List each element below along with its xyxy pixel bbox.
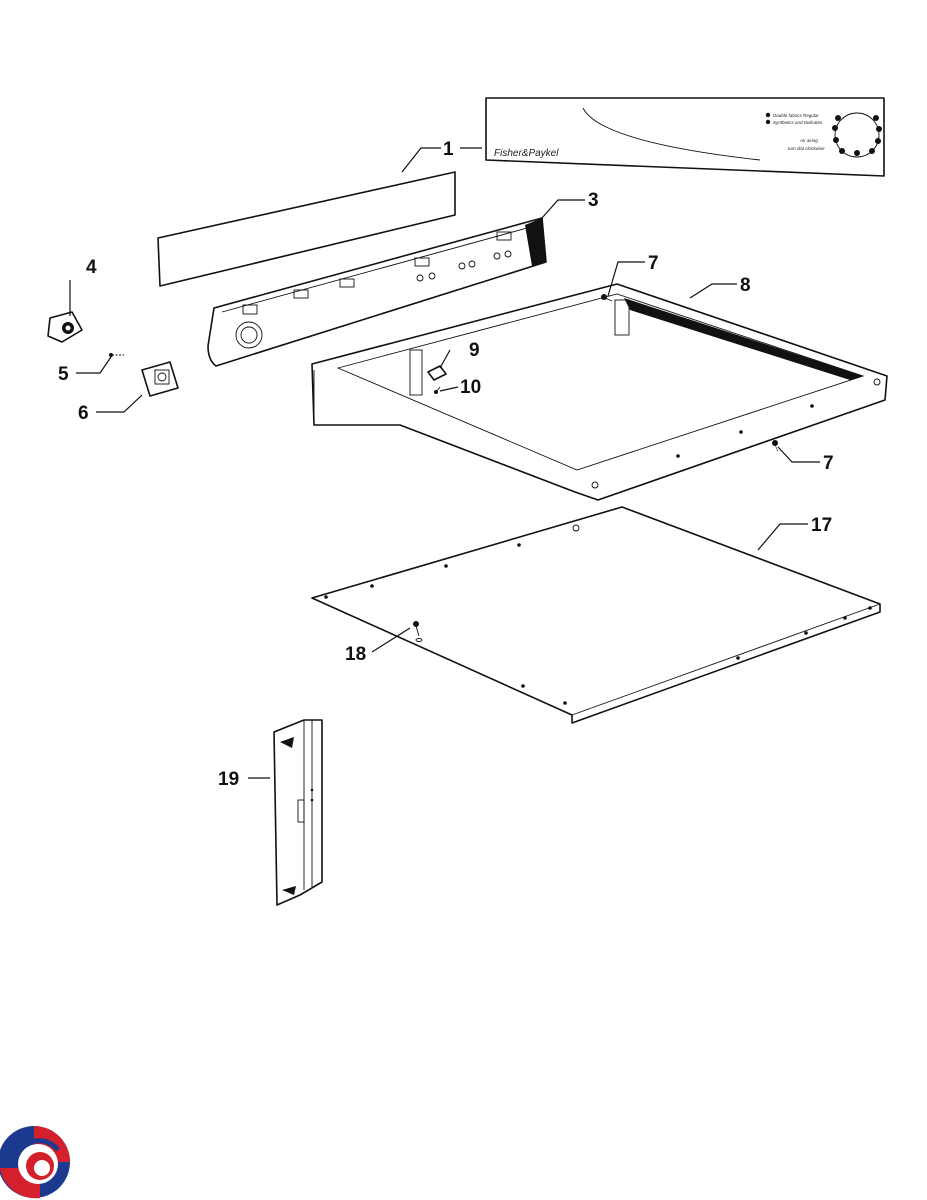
panel-text-2: Synthetics and Delicates [773,120,823,125]
brand-label: Fisher&Paykel [494,148,559,159]
callout-7-lower: 7 [823,453,834,474]
part-3-control-console [207,217,547,367]
callout-labels: 1 3 4 5 6 7 7 8 9 10 17 18 19 [58,139,834,790]
callout-7-upper: 7 [648,253,659,274]
callout-9: 9 [469,340,480,361]
leader-lines [69,147,820,779]
callout-10: 10 [460,377,481,398]
swirl-logo-icon [0,1126,70,1199]
callout-18: 18 [345,644,366,665]
part-17-top-lid [311,506,881,724]
part-9-clip-icon [427,365,447,381]
callout-4: 4 [86,257,97,278]
part-4-knob-icon [47,311,83,343]
part-19-side-bracket [273,719,323,906]
callout-6: 6 [78,403,89,424]
callout-5: 5 [58,364,69,385]
panel-text-3: Air airing [799,138,818,143]
part-6-switch-block [141,361,179,397]
part-5-screw-icon [109,353,124,357]
callout-3: 3 [588,190,599,211]
part-18-screw-icon [413,621,423,642]
callout-19: 19 [218,769,239,790]
callout-17: 17 [811,515,832,536]
lens-strip [157,171,456,287]
part-8-top-frame [311,283,888,501]
part-10-screw-icon [434,386,441,394]
callout-1: 1 [443,139,454,160]
callout-8: 8 [740,275,751,296]
timer-dial-icon [832,112,882,158]
part-1-control-panel-overlay: Fisher&Paykel Double fabrics Regular Syn… [485,97,885,177]
part-7-screw-icon [601,294,779,453]
panel-text-1: Double fabrics Regular [773,113,819,118]
panel-text-4: turn dial clockwise [788,146,825,151]
